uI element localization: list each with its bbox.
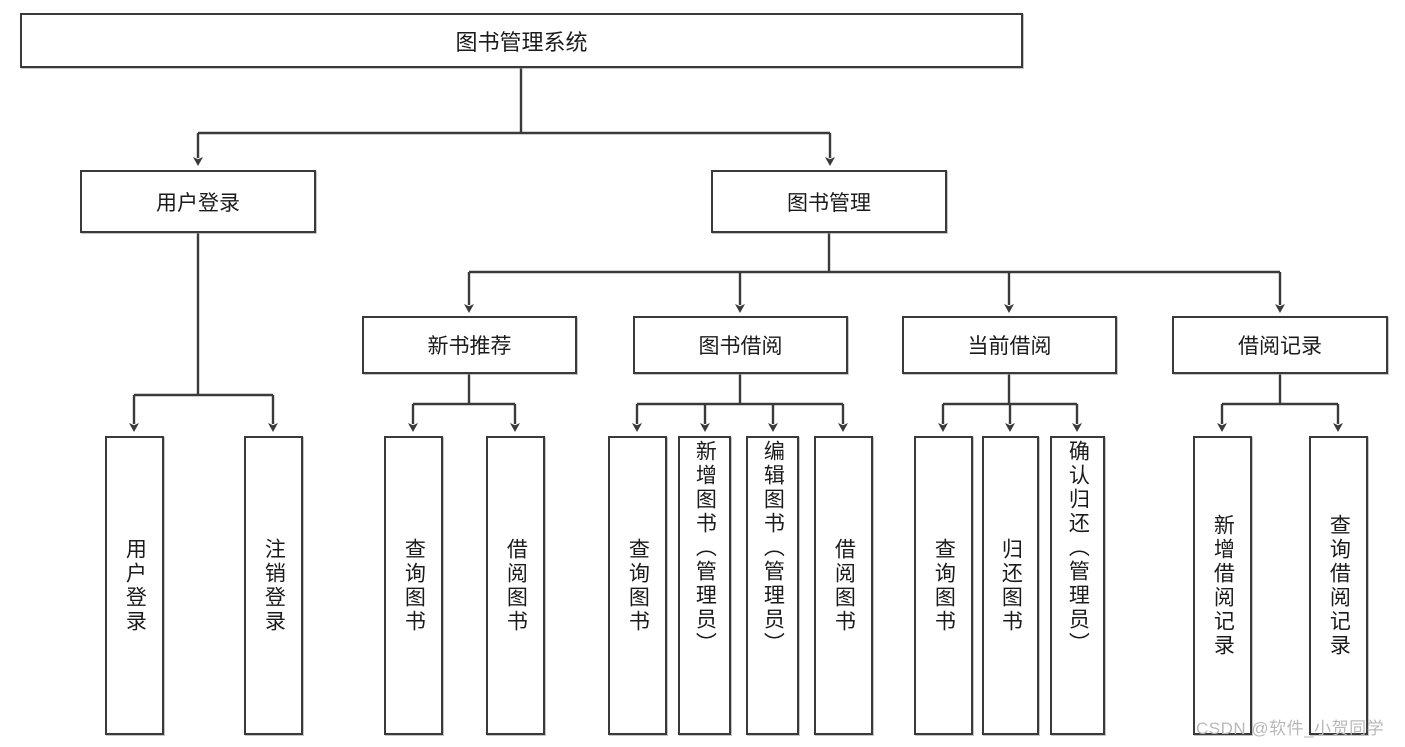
node-new-book-recommend-label: 新书推荐 bbox=[427, 335, 512, 358]
node-user-login-label: 用户登录 bbox=[156, 191, 240, 215]
leaf-borrow-record-query[interactable]: 查询借阅记录 bbox=[1309, 436, 1368, 735]
csdn-watermark: CSDN @软件_小贺同学 bbox=[1196, 714, 1384, 739]
leaf-new-book-borrow-label: 借阅图书 bbox=[504, 537, 528, 634]
node-book-management[interactable]: 图书管理 bbox=[711, 170, 947, 233]
leaf-user-login-logout-label: 注销登录 bbox=[262, 537, 286, 634]
leaf-new-book-borrow[interactable]: 借阅图书 bbox=[486, 436, 545, 735]
node-book-borrow[interactable]: 图书借阅 bbox=[633, 316, 848, 374]
node-current-borrow[interactable]: 当前借阅 bbox=[902, 316, 1117, 374]
node-root-system-label: 图书管理系统 bbox=[455, 29, 588, 55]
node-borrow-record-label: 借阅记录 bbox=[1238, 335, 1322, 358]
node-current-borrow-label: 当前借阅 bbox=[967, 335, 1052, 358]
leaf-current-borrow-return[interactable]: 归还图书 bbox=[982, 436, 1039, 735]
leaf-current-borrow-query[interactable]: 查询图书 bbox=[914, 436, 973, 735]
leaf-book-borrow-borrow[interactable]: 借阅图书 bbox=[814, 436, 873, 735]
leaf-user-login-login[interactable]: 用户登录 bbox=[105, 436, 164, 735]
leaf-book-borrow-add-label: 新增图书（管理员） bbox=[693, 440, 717, 656]
node-book-borrow-label: 图书借阅 bbox=[698, 335, 783, 358]
leaf-book-borrow-edit-label: 编辑图书（管理员） bbox=[761, 440, 785, 656]
leaf-current-borrow-return-label: 归还图书 bbox=[999, 537, 1023, 634]
node-new-book-recommend[interactable]: 新书推荐 bbox=[362, 316, 577, 374]
leaf-current-borrow-confirm[interactable]: 确认归还（管理员） bbox=[1050, 436, 1105, 735]
leaf-user-login-login-label: 用户登录 bbox=[123, 537, 147, 634]
node-borrow-record[interactable]: 借阅记录 bbox=[1172, 316, 1388, 374]
leaf-new-book-query-label: 查询图书 bbox=[402, 537, 426, 634]
node-book-management-label: 图书管理 bbox=[787, 191, 871, 215]
node-root-system[interactable]: 图书管理系统 bbox=[20, 13, 1023, 68]
csdn-watermark-label: CSDN @软件_小贺同学 bbox=[1196, 719, 1385, 738]
leaf-book-borrow-borrow-label: 借阅图书 bbox=[832, 537, 856, 634]
leaf-current-borrow-query-label: 查询图书 bbox=[932, 537, 956, 634]
leaf-borrow-record-add[interactable]: 新增借阅记录 bbox=[1193, 436, 1252, 735]
leaf-book-borrow-add[interactable]: 新增图书（管理员） bbox=[678, 436, 731, 735]
leaf-book-borrow-query-label: 查询图书 bbox=[626, 537, 650, 634]
leaf-borrow-record-add-label: 新增借阅记录 bbox=[1211, 513, 1235, 658]
leaf-user-login-logout[interactable]: 注销登录 bbox=[244, 436, 303, 735]
node-user-login[interactable]: 用户登录 bbox=[80, 170, 316, 233]
leaf-borrow-record-query-label: 查询借阅记录 bbox=[1327, 513, 1351, 658]
leaf-book-borrow-edit[interactable]: 编辑图书（管理员） bbox=[746, 436, 799, 735]
leaf-book-borrow-query[interactable]: 查询图书 bbox=[608, 436, 667, 735]
leaf-new-book-query[interactable]: 查询图书 bbox=[384, 436, 443, 735]
leaf-current-borrow-confirm-label: 确认归还（管理员） bbox=[1066, 440, 1090, 656]
